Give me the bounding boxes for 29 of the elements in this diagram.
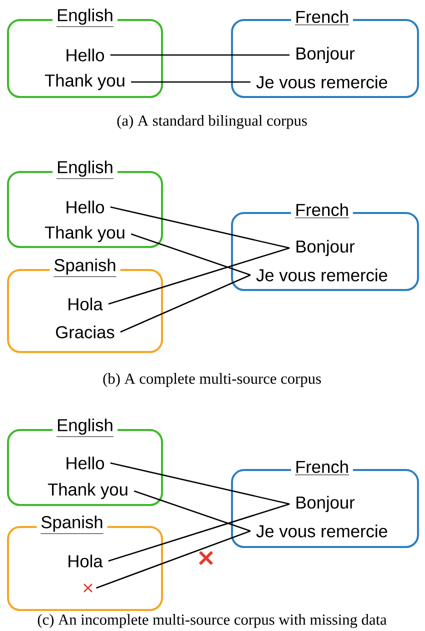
connector-line <box>108 503 290 562</box>
word: Hola <box>68 554 103 568</box>
missing-cross <box>83 583 93 593</box>
word: Bonjour <box>296 496 355 512</box>
word: Bonjour <box>296 46 355 64</box>
word: Gracias <box>56 326 114 338</box>
connector-line <box>108 247 290 305</box>
word: Thank you <box>44 74 124 90</box>
caption: (c) An incomplete multi-source corpus with missing data <box>38 614 387 628</box>
connector-line <box>134 490 251 532</box>
word: Je vous remercie <box>256 268 388 282</box>
connector-line <box>120 274 251 333</box>
word: Thank you <box>48 482 128 500</box>
connector-line <box>110 54 290 56</box>
word: Thank you <box>44 226 124 242</box>
connector-line <box>110 206 290 249</box>
connector-line <box>110 462 290 505</box>
word: Je vous remercie <box>256 524 388 538</box>
word: Hello <box>66 48 104 62</box>
word: Bonjour <box>296 240 355 256</box>
word: Hola <box>68 298 103 310</box>
connector-line <box>131 81 250 83</box>
word: Hello <box>66 456 104 470</box>
connector-line <box>96 530 251 589</box>
caption: (b) A complete multi-source corpus <box>103 373 321 387</box>
word: Je vous remercie <box>256 76 388 88</box>
connector-line <box>130 233 251 276</box>
caption: (a) A standard bilingual corpus <box>117 115 307 129</box>
word: Hello <box>66 200 104 214</box>
